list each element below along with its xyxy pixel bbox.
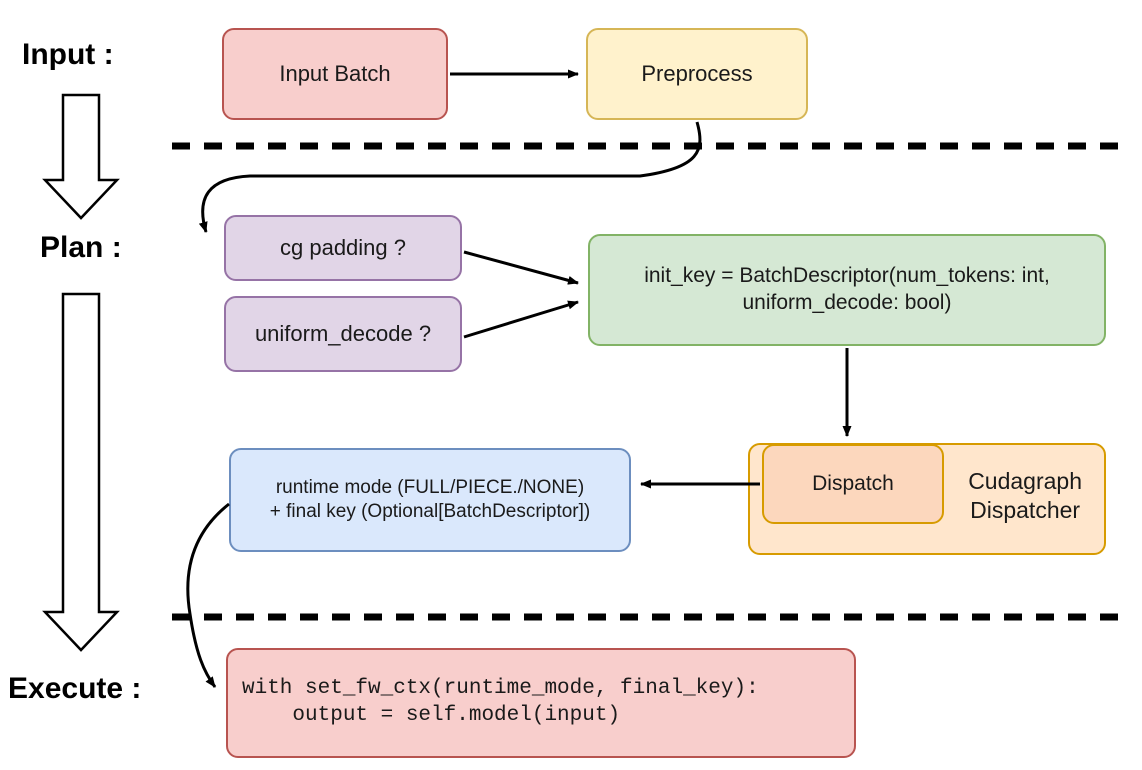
edge-uniform-decode-to-init-key xyxy=(463,300,579,339)
edge-runtime-mode-to-execute-code xyxy=(186,502,230,688)
node-execute-code[interactable]: with set_fw_ctx(runtime_mode, final_key)… xyxy=(226,648,856,758)
stage-label-execute: Execute : xyxy=(8,672,142,705)
edge-cg-padding-to-init-key xyxy=(463,250,579,285)
stage-label-input: Input : xyxy=(22,38,114,71)
stage-label-plan: Plan : xyxy=(40,231,122,264)
node-cg-padding[interactable]: cg padding ? xyxy=(224,215,462,281)
node-dispatch[interactable]: Dispatch xyxy=(762,444,944,524)
node-init-key[interactable]: init_key = BatchDescriptor(num_tokens: i… xyxy=(588,234,1106,346)
node-input-batch[interactable]: Input Batch xyxy=(222,28,448,120)
stage-arrow-input-to-plan xyxy=(42,93,120,220)
node-uniform-decode[interactable]: uniform_decode ? xyxy=(224,296,462,372)
node-runtime-mode[interactable]: runtime mode (FULL/PIECE./NONE) + final … xyxy=(229,448,631,552)
node-preprocess[interactable]: Preprocess xyxy=(586,28,808,120)
stage-arrow-plan-to-execute xyxy=(42,292,120,652)
